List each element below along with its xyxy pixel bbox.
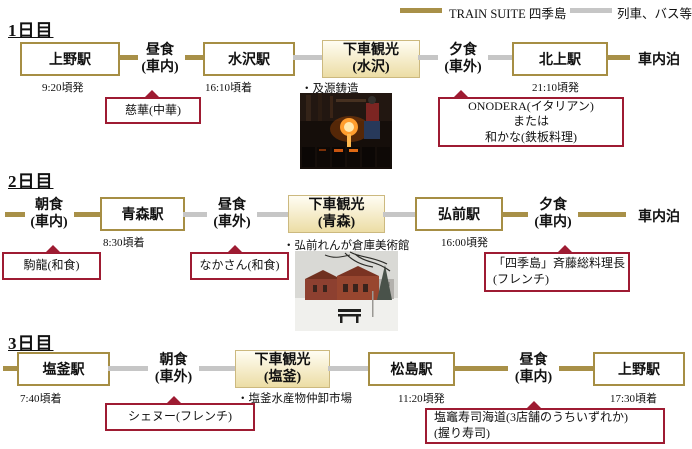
- legend-bus-label: 列車、バス等: [617, 7, 692, 21]
- tour-aomori-label: 下車観光 (青森): [308, 197, 365, 231]
- meal-dinner-day2: 夕食 (車内): [526, 195, 580, 233]
- bus-line: [108, 366, 148, 371]
- callout-arrow-icon: [556, 245, 574, 254]
- station-mizusawa: 水沢駅: [203, 42, 295, 76]
- station-shiogama-label: 塩釜駅: [42, 363, 85, 378]
- station-aomori: 青森駅: [100, 197, 185, 231]
- meal-lunch-day2: 昼食 (車外): [205, 195, 259, 233]
- callout-breakfast-day3-label: シェヌー(フレンチ): [128, 409, 232, 424]
- note-shiogama-market: ・塩釜水産物仲卸市場: [237, 393, 352, 405]
- meal-breakfast-day2: 朝食 (車内): [22, 195, 76, 233]
- callout-arrow-icon: [44, 245, 62, 254]
- bus-line: [418, 55, 438, 60]
- callout-lunch-day2-label: なかさん(和食): [199, 258, 280, 273]
- callout-dinner-day2-label: 「四季島」斉藤総料理長 (フレンチ): [493, 256, 626, 286]
- day1-label: 1日目: [8, 21, 54, 40]
- time-ueno-departure: 9:20頃発: [42, 82, 84, 94]
- overnight-day1: 車内泊: [638, 53, 680, 68]
- time-kitakami-departure: 21:10頃発: [532, 82, 580, 94]
- station-ueno-day3: 上野駅: [593, 352, 685, 386]
- station-shiogama: 塩釜駅: [17, 352, 110, 386]
- bus-line: [199, 366, 235, 371]
- train-line-swatch-icon: [400, 8, 442, 13]
- bus-line: [383, 212, 417, 217]
- station-matsushima: 松島駅: [368, 352, 455, 386]
- callout-dinner-day1: ONODERA(イタリアン) または 和かな(鉄板料理): [438, 90, 624, 147]
- oigen-foundry-photo: [300, 93, 392, 169]
- bus-line: [488, 55, 514, 60]
- callout-arrow-icon: [143, 90, 161, 99]
- callout-arrow-icon: [452, 90, 470, 99]
- callout-breakfast-day3: シェヌー(フレンチ): [105, 396, 255, 431]
- train-line: [606, 55, 630, 60]
- meal-lunch-day1: 昼食 (車内): [133, 40, 187, 78]
- station-kitakami: 北上駅: [512, 42, 608, 76]
- train-line: [578, 212, 626, 217]
- note-oigen: ・及源鋳造: [301, 83, 359, 95]
- day2-label: 2日目: [8, 172, 54, 191]
- time-ueno-arrival: 17:30頃着: [610, 393, 658, 405]
- time-shiogama-arrival: 7:40頃着: [20, 393, 62, 405]
- bus-line-swatch-icon: [570, 8, 612, 13]
- callout-lunch-day2: なかさん(和食): [190, 245, 289, 280]
- meal-dinner-day2-label: 夕食 (車内): [534, 197, 572, 231]
- callout-arrow-icon: [165, 396, 183, 405]
- meal-dinner-day1-label: 夕食 (車外): [444, 42, 482, 76]
- station-ueno-day3-label: 上野駅: [618, 363, 660, 378]
- tour-mizusawa: 下車観光 (水沢): [322, 40, 420, 78]
- callout-dinner-day1-label: ONODERA(イタリアン) または 和かな(鉄板料理): [468, 98, 594, 144]
- station-matsushima-label: 松島駅: [390, 363, 433, 378]
- meal-lunch-day2-label: 昼食 (車外): [213, 197, 251, 231]
- tour-aomori: 下車観光 (青森): [288, 195, 385, 233]
- callout-breakfast-day2-label: 駒龍(和食): [23, 258, 80, 273]
- bus-line: [328, 366, 370, 371]
- bus-line: [257, 212, 290, 217]
- train-line: [453, 366, 508, 371]
- train-line: [3, 366, 17, 371]
- callout-lunch-day1-label: 慈華(中華): [125, 102, 181, 117]
- train-line: [501, 212, 528, 217]
- meal-breakfast-day3-label: 朝食 (車外): [154, 352, 193, 386]
- time-aomori-arrival: 8:30頃着: [103, 237, 145, 249]
- meal-breakfast-day3: 朝食 (車外): [146, 350, 201, 388]
- station-ueno-day1: 上野駅: [20, 42, 120, 76]
- tour-mizusawa-label: 下車観光 (水沢): [343, 42, 399, 76]
- bus-line: [183, 212, 207, 217]
- callout-breakfast-day2: 駒龍(和食): [2, 245, 101, 280]
- station-hirosaki-label: 弘前駅: [438, 208, 480, 223]
- callout-dinner-day2: 「四季島」斉藤総料理長 (フレンチ): [484, 245, 630, 292]
- day3-label: 3日目: [8, 334, 54, 353]
- time-hirosaki-departure: 16:00頃発: [441, 237, 489, 249]
- callout-arrow-icon: [226, 245, 244, 254]
- meal-breakfast-day2-label: 朝食 (車内): [30, 197, 68, 231]
- train-line: [74, 212, 100, 217]
- tour-shiogama: 下車観光 (塩釜): [235, 350, 330, 388]
- callout-lunch-day1: 慈華(中華): [105, 90, 201, 124]
- station-mizusawa-label: 水沢駅: [228, 53, 270, 68]
- station-ueno-day1-label: 上野駅: [49, 53, 91, 68]
- meal-lunch-day3-label: 昼食 (車内): [514, 352, 553, 386]
- station-aomori-label: 青森駅: [121, 208, 164, 223]
- train-line: [118, 55, 138, 60]
- tour-shiogama-label: 下車観光 (塩釜): [254, 352, 311, 386]
- meal-dinner-day1: 夕食 (車外): [436, 40, 490, 78]
- train-line: [185, 55, 205, 60]
- train-line: [559, 366, 595, 371]
- station-kitakami-label: 北上駅: [539, 53, 581, 68]
- train-line: [5, 212, 25, 217]
- hirosaki-warehouse-photo: [295, 251, 398, 331]
- overnight-day2: 車内泊: [638, 210, 680, 225]
- callout-arrow-icon: [525, 401, 543, 410]
- time-mizusawa-arrival: 16:10頃着: [205, 82, 253, 94]
- meal-lunch-day3: 昼食 (車内): [506, 350, 561, 388]
- time-matsushima-departure: 11:20頃発: [398, 393, 445, 405]
- callout-lunch-day3: 塩竈寿司海道(3店舗のうちいずれか) (握り寿司): [425, 401, 665, 444]
- callout-lunch-day3-label: 塩竈寿司海道(3店舗のうちいずれか) (握り寿司): [434, 410, 628, 440]
- station-hirosaki: 弘前駅: [415, 197, 503, 231]
- note-hirosaki-museum: ・弘前れんが倉庫美術館: [283, 240, 410, 252]
- bus-line: [293, 55, 324, 60]
- legend-train-label: TRAIN SUITE 四季島: [449, 7, 567, 21]
- meal-lunch-day1-label: 昼食 (車内): [141, 42, 179, 76]
